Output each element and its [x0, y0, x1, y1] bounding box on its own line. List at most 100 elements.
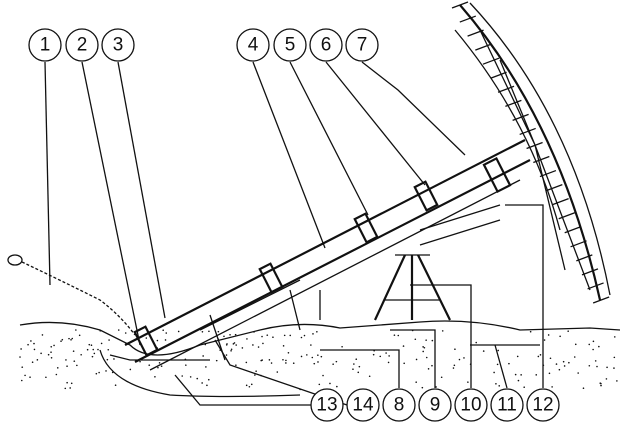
ground-texture [99, 329, 102, 332]
ground-texture [157, 366, 159, 369]
ground-texture [454, 348, 456, 350]
ground-texture [124, 332, 127, 334]
callout-4: 4 [236, 28, 270, 62]
ground-texture [20, 379, 23, 382]
ground-texture [245, 384, 248, 387]
ground-texture [592, 348, 594, 351]
ground-texture [164, 339, 167, 341]
beam [124, 139, 531, 371]
ground-texture [106, 358, 109, 361]
ground-texture [463, 357, 465, 359]
wheel-rib [570, 240, 587, 248]
ground-texture [215, 359, 218, 362]
ground-texture [313, 362, 316, 365]
callout-5: 5 [273, 28, 307, 62]
ground-texture [516, 355, 519, 358]
ground-texture [283, 334, 286, 337]
ground-texture [421, 386, 424, 389]
ground-texture [114, 384, 117, 387]
ground-texture [65, 359, 67, 361]
ground-texture [230, 350, 232, 352]
ground-texture [230, 348, 233, 351]
ground-texture [154, 376, 156, 378]
ground-texture [549, 357, 552, 360]
ground-texture [568, 361, 570, 364]
ground-texture [475, 341, 478, 344]
ground-texture [613, 367, 615, 369]
ground-texture [208, 330, 210, 333]
svg-text:14: 14 [352, 395, 374, 416]
ground-texture [205, 366, 207, 368]
ground-texture [261, 335, 263, 338]
ground-texture [29, 376, 31, 378]
ground-texture [97, 348, 99, 351]
ground-texture [289, 334, 292, 337]
wheel-rib [587, 282, 604, 290]
ground-texture [204, 343, 207, 346]
svg-text:5: 5 [285, 35, 296, 56]
ground-texture [493, 371, 495, 374]
ground-texture [498, 385, 501, 387]
ground-texture [613, 336, 616, 338]
ground-texture [92, 348, 95, 351]
ground-texture [241, 347, 244, 349]
ground-texture [285, 362, 287, 364]
ground-texture [47, 353, 50, 356]
ground-texture [415, 381, 417, 383]
ground-texture [91, 355, 94, 358]
callouts-top: 1 2 3 4 5 6 7 [28, 28, 379, 62]
ground-texture [40, 352, 42, 355]
ground-texture [80, 353, 82, 356]
ground-texture [388, 355, 390, 357]
ground-texture [76, 364, 78, 367]
ground-texture [574, 343, 577, 346]
ground-texture [352, 368, 354, 370]
wheel-rib [558, 212, 575, 220]
ground-texture [414, 338, 417, 341]
ground-texture [594, 360, 597, 362]
wheel-rib [592, 296, 610, 304]
ground-texture [317, 354, 319, 356]
ground-texture [56, 367, 59, 369]
ground-texture [201, 330, 204, 333]
ground-texture [310, 344, 312, 346]
callout-8: 8 [382, 388, 416, 422]
ground-texture [233, 342, 236, 344]
ground-texture [423, 346, 426, 349]
ground-texture [317, 361, 319, 363]
wheel-rib [505, 99, 522, 107]
ground-texture [100, 342, 103, 345]
ground-texture [357, 371, 360, 374]
ground-texture [311, 356, 314, 359]
ground-texture [246, 338, 248, 340]
ground-texture [21, 366, 24, 368]
wheel-rib [526, 141, 543, 150]
ground-texture [156, 339, 159, 342]
ground-texture [41, 334, 44, 336]
callout-9: 9 [418, 388, 452, 422]
ground-texture [385, 352, 387, 354]
callout-7: 7 [345, 28, 379, 62]
ground-texture [245, 361, 248, 364]
ground [19, 320, 621, 398]
ground-texture [270, 362, 273, 364]
ground-texture [66, 365, 68, 367]
ground-texture [588, 364, 591, 367]
ground-texture [78, 334, 81, 337]
ground-texture [75, 329, 77, 331]
ground-texture [185, 364, 187, 366]
ground-texture [95, 372, 98, 375]
ground-texture [86, 348, 89, 351]
wheel-rib [533, 155, 550, 164]
svg-text:3: 3 [113, 35, 124, 56]
wheel-rib [564, 226, 581, 234]
ground-texture [306, 354, 308, 356]
ground-texture [229, 333, 231, 336]
ground-texture [30, 340, 32, 342]
wheel-rib [519, 127, 536, 136]
ground-texture [300, 355, 303, 358]
wheel-rib [576, 254, 593, 262]
ground-texture [435, 386, 437, 388]
svg-text:9: 9 [430, 395, 441, 416]
ground-texture [282, 358, 284, 361]
